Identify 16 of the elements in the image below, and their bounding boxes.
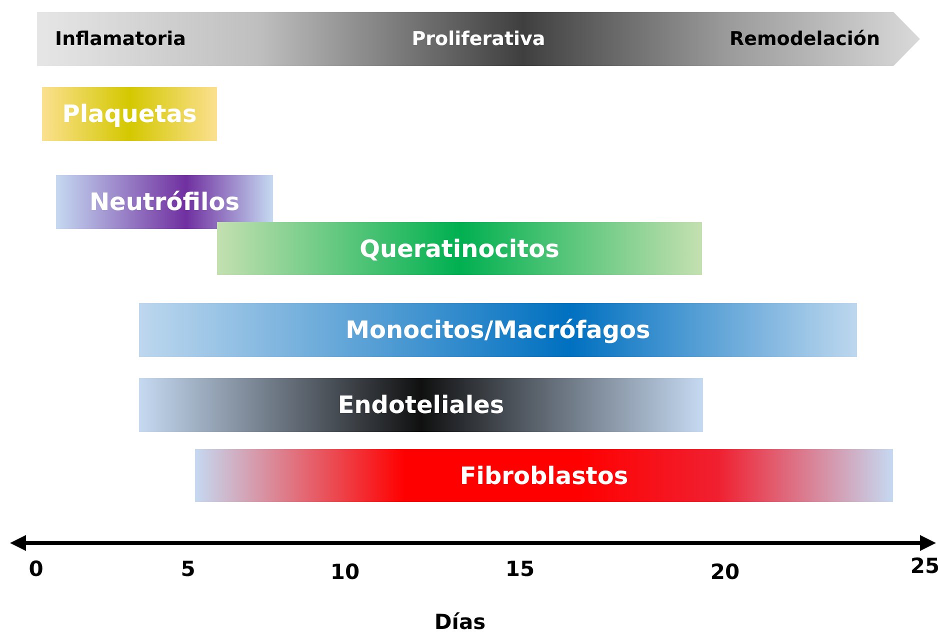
phase-label: Remodelación	[729, 28, 880, 50]
tick-label: 10	[330, 560, 360, 584]
cell-type-bar: Fibroblastos	[195, 449, 893, 502]
tick-label: 0	[28, 557, 44, 581]
phase-label: Inflamatoria	[55, 28, 186, 50]
cell-type-bar: Monocitos/Macrófagos	[139, 303, 857, 357]
tick-label: 20	[710, 560, 740, 584]
axis-title: Días	[434, 610, 486, 634]
tick-label: 5	[180, 557, 196, 581]
phase-label: Proliferativa	[412, 28, 546, 50]
tick-label: 25	[910, 554, 938, 578]
cell-type-bar: Plaquetas	[42, 87, 217, 141]
cell-type-bar: Endoteliales	[139, 378, 703, 432]
tick-label: 15	[505, 557, 535, 581]
cell-type-bar: Queratinocitos	[217, 222, 702, 275]
cell-type-bar: Neutrófilos	[56, 175, 273, 229]
